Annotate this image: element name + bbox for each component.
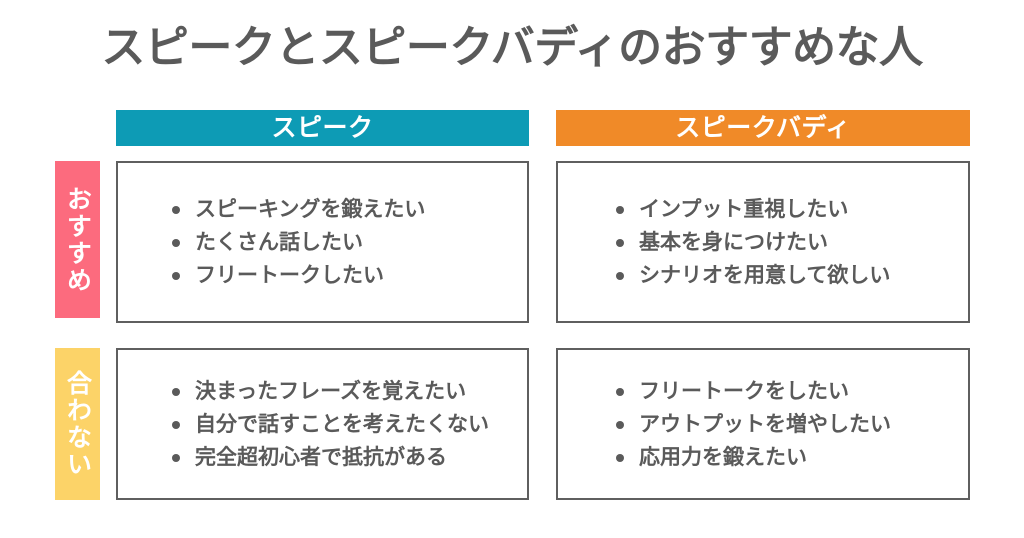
list-item-label: 完全超初心者で抵抗がある <box>195 444 447 469</box>
row-label-not-suited: 合わない <box>55 348 100 500</box>
cell-recommended-speak-buddy: インプット重視したい基本を身につけたいシナリオを用意して欲しい <box>556 161 970 323</box>
bullet-list-not-suited-speak-buddy: フリートークをしたいアウトプットを増やしたい応用力を鍛えたい <box>558 375 968 474</box>
bullet-dot-icon <box>616 453 624 462</box>
bullet-dot-icon <box>172 205 180 214</box>
cell-not-suited-speak-buddy: フリートークをしたいアウトプットを増やしたい応用力を鍛えたい <box>556 348 970 500</box>
list-item-label: シナリオを用意して欲しい <box>639 262 891 287</box>
list-item: 自分で話すことを考えたくない <box>172 408 527 441</box>
list-item: 決まったフレーズを覚えたい <box>172 375 527 408</box>
list-item: 完全超初心者で抵抗がある <box>172 441 527 474</box>
list-item: 基本を身につけたい <box>616 226 968 259</box>
bullet-dot-icon <box>172 420 180 429</box>
list-item: フリートークをしたい <box>616 375 968 408</box>
list-item-label: 応用力を鍛えたい <box>639 444 807 469</box>
cell-not-suited-speak: 決まったフレーズを覚えたい自分で話すことを考えたくない完全超初心者で抵抗がある <box>116 348 529 500</box>
list-item-label: 自分で話すことを考えたくない <box>195 411 489 436</box>
bullet-list-recommended-speak-buddy: インプット重視したい基本を身につけたいシナリオを用意して欲しい <box>558 193 968 292</box>
cell-recommended-speak: スピーキングを鍛えたいたくさん話したいフリートークしたい <box>116 161 529 323</box>
column-header-speak-buddy: スピークバディ <box>556 110 970 146</box>
bullet-dot-icon <box>616 238 624 247</box>
list-item-label: スピーキングを鍛えたい <box>195 196 426 221</box>
list-item: フリートークしたい <box>172 259 527 292</box>
bullet-dot-icon <box>172 238 180 247</box>
list-item-label: 基本を身につけたい <box>639 229 828 254</box>
list-item-label: たくさん話したい <box>195 229 363 254</box>
bullet-dot-icon <box>616 387 624 396</box>
bullet-list-not-suited-speak: 決まったフレーズを覚えたい自分で話すことを考えたくない完全超初心者で抵抗がある <box>118 375 527 474</box>
bullet-dot-icon <box>616 271 624 280</box>
list-item-label: 決まったフレーズを覚えたい <box>195 378 467 403</box>
bullet-list-recommended-speak: スピーキングを鍛えたいたくさん話したいフリートークしたい <box>118 193 527 292</box>
list-item: たくさん話したい <box>172 226 527 259</box>
list-item-label: アウトプットを増やしたい <box>639 411 891 436</box>
bullet-dot-icon <box>172 387 180 396</box>
list-item: 応用力を鍛えたい <box>616 441 968 474</box>
page-title: スピークとスピークバディのおすすめな人 <box>101 22 923 73</box>
list-item: スピーキングを鍛えたい <box>172 193 527 226</box>
list-item-label: インプット重視したい <box>639 196 849 221</box>
list-item: アウトプットを増やしたい <box>616 408 968 441</box>
list-item-label: フリートークをしたい <box>639 378 849 403</box>
bullet-dot-icon <box>616 420 624 429</box>
bullet-dot-icon <box>172 271 180 280</box>
bullet-dot-icon <box>616 205 624 214</box>
list-item: シナリオを用意して欲しい <box>616 259 968 292</box>
bullet-dot-icon <box>172 453 180 462</box>
row-label-recommended: おすすめ <box>55 161 100 318</box>
column-header-speak: スピーク <box>116 110 529 146</box>
list-item-label: フリートークしたい <box>195 262 384 287</box>
list-item: インプット重視したい <box>616 193 968 226</box>
